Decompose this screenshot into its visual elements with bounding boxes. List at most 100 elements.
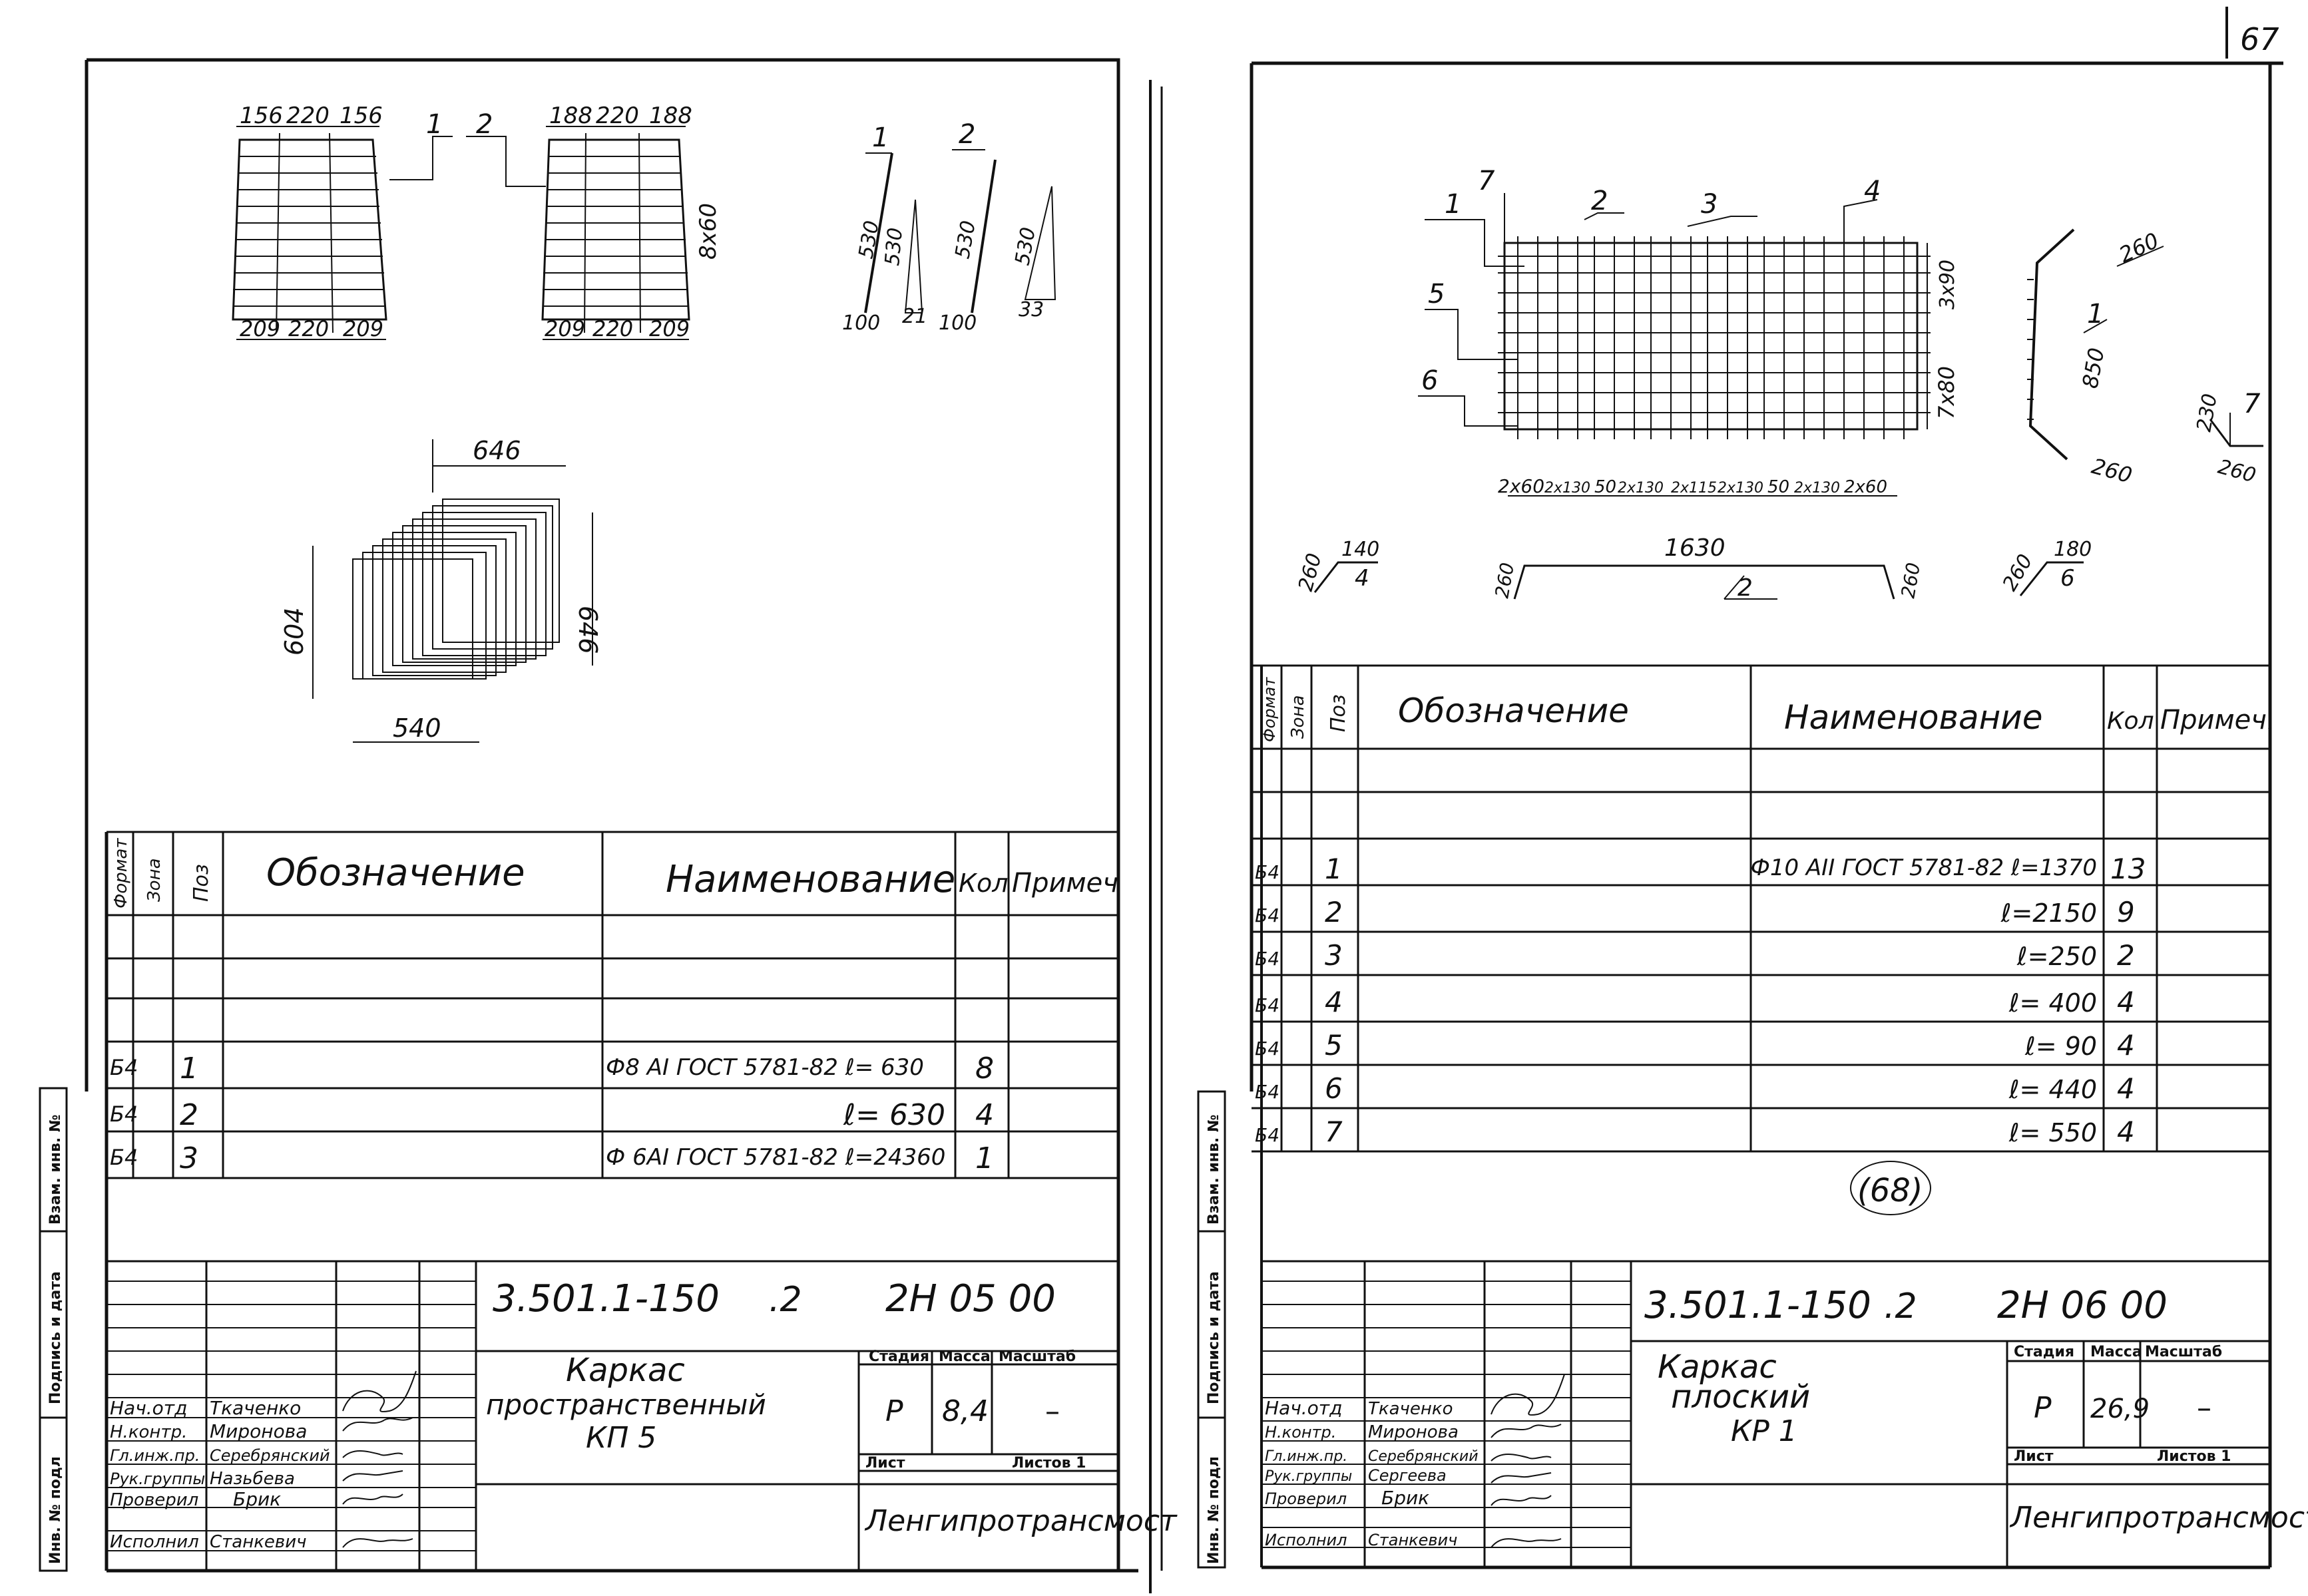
r-bar2-len: 1630 — [1664, 534, 1726, 562]
r-row1-name: Ф10 АII ГОСТ 5781-82 ℓ=1370 — [1751, 855, 2097, 881]
r-row3-name: ℓ=250 — [2016, 942, 2097, 971]
r-row1-qty: 13 — [2110, 853, 2146, 885]
leader-2: 2 — [476, 109, 493, 140]
role-5: Проверил — [110, 1490, 198, 1510]
title-line-3: КП 5 — [586, 1421, 656, 1455]
row3-qty: 1 — [975, 1141, 994, 1175]
dim-7x80: 7x80 — [1934, 366, 1959, 419]
bd-4: 2x115 — [1671, 480, 1717, 497]
scale-value: – — [1045, 1394, 1060, 1428]
r-role-4: Рук.группы — [1265, 1468, 1352, 1485]
stamp: (68) — [1850, 1161, 1931, 1215]
r-sheet-label: Лист — [2014, 1448, 2054, 1465]
right-spec-table: Формат Зона Поз Обозначение Наименование… — [1252, 664, 2275, 1153]
box-646-side: 646 — [573, 606, 602, 654]
row3-format: Б4 — [110, 1145, 138, 1170]
r-side-inv: Инв. № подл — [1206, 1456, 1222, 1564]
r-row1-format: Б4 — [1255, 861, 1279, 883]
dim-top-2a: 188 — [549, 102, 592, 129]
title-line-2: пространственный — [486, 1388, 766, 1421]
r-row3-qty: 2 — [2117, 939, 2135, 972]
role-1: Нач.отд — [110, 1397, 187, 1419]
right-sheet: 3x90 7x80 1 7 2 3 4 5 6 2x60 2x130 50 2x… — [1197, 63, 2308, 1569]
row2-format: Б4 — [110, 1101, 138, 1127]
left-title-block: 3.501.1-150 .2 2Н 05 00 Каркас пространс… — [107, 1260, 1178, 1571]
r-row4-format: Б4 — [1255, 994, 1279, 1016]
role-2: Н.контр. — [110, 1422, 187, 1442]
r-title-line-3: КР 1 — [1731, 1414, 1797, 1448]
r-leader-2: 2 — [1591, 186, 1608, 216]
r-row2-qty: 9 — [2117, 896, 2135, 928]
hdr-note: Примеч — [1012, 868, 1118, 898]
r-row2-name: ℓ=2150 — [2000, 898, 2097, 928]
bd-6: 50 — [1767, 477, 1789, 497]
left-sheet: 156 220 156 209 220 209 1 2 188 220 — [39, 58, 1178, 1573]
role-4: Рук.группы — [110, 1470, 205, 1488]
r-role-2: Н.контр. — [1265, 1423, 1336, 1442]
r-mass-value: 26,9 — [2090, 1394, 2150, 1424]
r-title-line-2: плоский — [1671, 1378, 1810, 1416]
dim-top-2c: 188 — [649, 102, 692, 129]
r-bar7-a: 230 — [2192, 392, 2221, 433]
r-bar2-num: 2 — [1737, 574, 1753, 602]
dim-bottom-1b: 220 — [288, 316, 329, 341]
r-row4-qty: 4 — [2117, 986, 2135, 1018]
leader-1: 1 — [426, 109, 443, 140]
r-hdr-qty: Кол — [2107, 707, 2154, 735]
r-scale-value: – — [2197, 1391, 2211, 1425]
bd-0: 2x60 — [1498, 475, 1544, 497]
sheets-label: Листов 1 — [1012, 1455, 1086, 1472]
role-3: Гл.инж.пр. — [110, 1446, 200, 1465]
r-row5-name: ℓ= 90 — [2024, 1032, 2097, 1061]
r-bar2-end-l: 260 — [1491, 561, 1518, 600]
r-bar4-a: 260 — [1294, 551, 1327, 594]
hdr-qty: Кол — [959, 869, 1009, 898]
r-hdr-designation: Обозначение — [1398, 692, 1629, 730]
bd-5: 2x130 — [1718, 480, 1763, 497]
bar-1-num: 1 — [872, 122, 889, 153]
dim-bottom-2c: 209 — [649, 316, 690, 341]
bd-2: 50 — [1594, 477, 1616, 497]
signatures — [342, 1370, 417, 1548]
left-bars: 1 530 530 100 21 2 530 530 100 33 — [842, 119, 1056, 335]
r-row4-pos: 4 — [1325, 986, 1343, 1018]
r-bar7-num: 7 — [2243, 389, 2261, 419]
side-vzam: Взам. инв. № — [47, 1115, 64, 1225]
box-604: 604 — [280, 607, 309, 656]
flat-mesh: 3x90 7x80 1 7 2 3 4 5 6 2x60 2x130 50 2x… — [1418, 166, 1959, 497]
bar-1-foot: 21 — [902, 305, 927, 328]
bar-2-len2: 530 — [1011, 226, 1040, 267]
r-row2-format: Б4 — [1255, 904, 1279, 926]
org-name: Ленгипротрансмост — [864, 1504, 1178, 1538]
right-title-block: 3.501.1-150 .2 2Н 06 00 Каркас плоский К… — [1262, 1260, 2308, 1567]
row1-qty: 8 — [975, 1052, 994, 1086]
hdr-name: Наименование — [666, 858, 955, 901]
r-leader-1: 1 — [1445, 189, 1461, 220]
dim-3x90: 3x90 — [1936, 260, 1959, 309]
r-name-3: Серебрянский — [1368, 1448, 1479, 1465]
bar-1-len: 530 — [854, 219, 883, 260]
r-name-4: Сергеева — [1368, 1466, 1447, 1485]
stamp-text: (68) — [1857, 1172, 1923, 1209]
name-4: Назьбева — [210, 1469, 295, 1489]
scale-label: Масштаб — [999, 1348, 1076, 1365]
bar-2-num: 2 — [959, 119, 975, 150]
dim-top-2b: 220 — [596, 102, 639, 129]
doc-code: 3.501.1-150 — [493, 1277, 720, 1320]
r-hdr-format: Формат — [1260, 677, 1279, 742]
r-bar4-b: 140 — [1341, 538, 1379, 561]
leader-2-line — [466, 136, 546, 187]
r-name-1: Ткаченко — [1368, 1399, 1453, 1419]
r-row3-format: Б4 — [1255, 948, 1279, 970]
r-name-5: Брик — [1381, 1487, 1429, 1509]
hdr-zone: Зона — [144, 858, 164, 902]
r-hdr-note: Примеч. — [2160, 705, 2275, 735]
r-scale-label: Масштаб — [2145, 1344, 2222, 1360]
r-org-name: Ленгипротрансмост — [2009, 1501, 2308, 1535]
r-stage-label: Стадия — [2014, 1344, 2074, 1360]
dim-8x60: 8x60 — [695, 203, 722, 260]
dim-bottom-1c: 209 — [343, 316, 383, 341]
left-cage-1: 156 220 156 209 220 209 — [232, 102, 387, 341]
name-6: Станкевич — [210, 1532, 307, 1552]
